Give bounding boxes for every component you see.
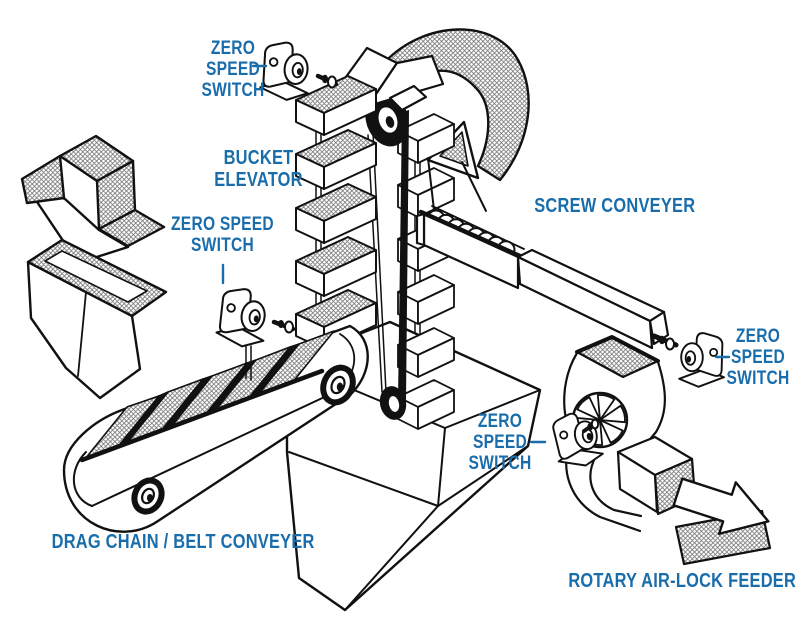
label-bucket-elevator: BUCKET ELEVATOR bbox=[199, 147, 318, 191]
label-screw-conveyer: SCREW CONVEYER bbox=[534, 195, 696, 217]
label-line: SWITCH bbox=[468, 453, 532, 474]
bucket-column-left bbox=[295, 75, 377, 350]
outlet-flow-arrow bbox=[672, 477, 770, 535]
zero-speed-switch-3 bbox=[678, 332, 725, 388]
label-line: SWITCH bbox=[201, 80, 265, 101]
label-line: ROTARY AIR-LOCK FEEDER bbox=[568, 570, 797, 592]
bucket-column-right bbox=[397, 113, 455, 430]
label-line: ZERO bbox=[735, 326, 781, 347]
screw-conveyer bbox=[415, 157, 679, 351]
label-line: SPEED bbox=[205, 59, 261, 80]
label-zero-speed-switch-left: ZERO SPEED SWITCH bbox=[163, 214, 282, 256]
label-line: ZERO bbox=[210, 38, 256, 59]
label-zero-speed-switch-right: ZERO SPEED SWITCH bbox=[720, 326, 795, 389]
label-line: DRAG CHAIN / BELT CONVEYER bbox=[51, 531, 315, 553]
label-line: ZERO bbox=[477, 411, 523, 432]
feed-hopper bbox=[26, 238, 168, 400]
label-drag-chain-belt-conveyer: DRAG CHAIN / BELT CONVEYER bbox=[51, 531, 315, 553]
boot-pulley bbox=[379, 386, 407, 420]
label-line: SPEED bbox=[472, 432, 528, 453]
label-line: BUCKET bbox=[223, 147, 294, 169]
label-line: SCREW CONVEYER bbox=[534, 195, 696, 217]
head-roller bbox=[320, 364, 356, 406]
tail-roller bbox=[131, 477, 165, 515]
rotary-air-lock-feeder bbox=[548, 335, 772, 566]
label-line: SPEED bbox=[730, 347, 786, 368]
zero-speed-switch-1 bbox=[258, 39, 339, 103]
label-zero-speed-switch-top: ZERO SPEED SWITCH bbox=[180, 38, 287, 101]
drag-chain-belt-conveyer bbox=[62, 324, 369, 533]
label-zero-speed-switch-bottom: ZERO SPEED SWITCH bbox=[461, 411, 540, 474]
zero-speed-switch-2 bbox=[214, 285, 296, 381]
label-line: SWITCH bbox=[191, 235, 254, 256]
label-line: ELEVATOR bbox=[214, 169, 303, 191]
zero-speed-switch-4 bbox=[548, 408, 606, 472]
label-line: ZERO SPEED bbox=[171, 214, 274, 235]
inlet-flow-arrow bbox=[20, 134, 166, 265]
belt-panels bbox=[84, 330, 335, 460]
label-line: SWITCH bbox=[726, 368, 790, 389]
label-rotary-air-lock-feeder: ROTARY AIR-LOCK FEEDER bbox=[568, 570, 797, 592]
leader-lines bbox=[221, 64, 731, 444]
